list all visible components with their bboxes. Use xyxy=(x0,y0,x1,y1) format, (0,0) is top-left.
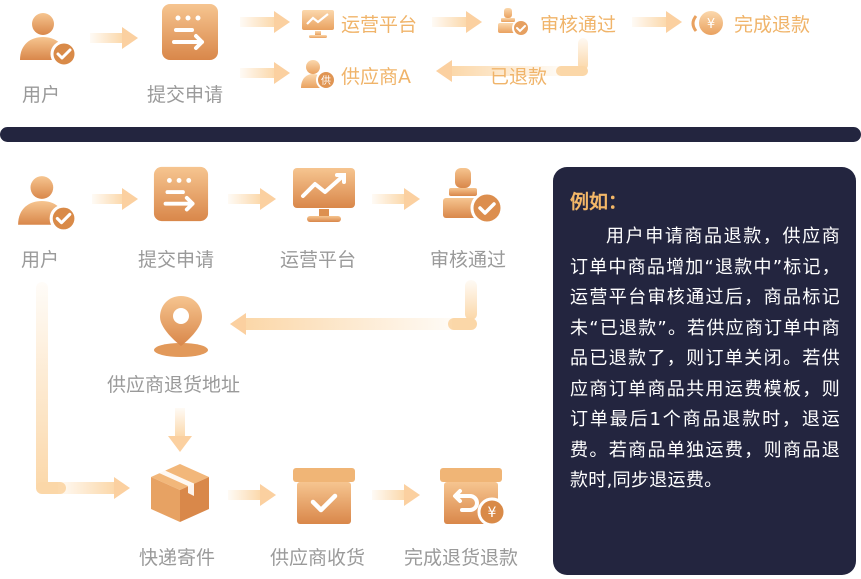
form-submit-icon xyxy=(162,4,218,60)
note-title: 例如： xyxy=(570,191,628,213)
connector-vertical xyxy=(36,282,48,492)
top-supplier-label: 供应商A xyxy=(341,66,411,88)
arrow-right-icon xyxy=(228,188,276,210)
arrow-left-icon xyxy=(436,60,560,82)
express-label: 快递寄件 xyxy=(139,547,216,569)
return-refund-label: 完成退货退款 xyxy=(404,547,519,569)
arrow-right-icon xyxy=(240,11,290,33)
top-refunded-label: 已退款 xyxy=(490,66,548,88)
location-pin-icon xyxy=(154,296,208,357)
arrow-right-icon xyxy=(372,188,420,210)
submit-label: 提交申请 xyxy=(138,249,215,271)
supplier-user-icon: 供 xyxy=(301,60,336,90)
section-divider xyxy=(0,127,861,142)
arrow-right-icon xyxy=(432,11,482,33)
note-body: 用户申请商品退款，供应商订单中商品增加“退款中”标记，运营平台审核通过后，商品标… xyxy=(570,226,840,491)
top-ops-label: 运营平台 xyxy=(341,14,418,36)
return-address-label: 供应商退货地址 xyxy=(107,374,241,396)
svg-text:¥: ¥ xyxy=(488,505,497,521)
arrow-right-icon xyxy=(632,11,682,33)
arrow-left-icon xyxy=(230,313,452,335)
ops-label: 运营平台 xyxy=(280,249,357,271)
review-label: 审核通过 xyxy=(430,249,507,271)
arrow-right-icon xyxy=(92,188,138,210)
connector-vertical xyxy=(465,280,477,320)
yen-coin-refund-icon: ¥ xyxy=(691,11,723,35)
receive-label: 供应商收货 xyxy=(270,547,366,569)
monitor-chart-icon xyxy=(302,10,334,38)
example-note-panel: 例如： 用户申请商品退款，供应商订单中商品增加“退款中”标记，运营平台审核通过后… xyxy=(553,167,856,575)
connector-corner xyxy=(448,318,477,330)
user-check-icon xyxy=(20,13,77,68)
user-label: 用户 xyxy=(21,249,60,271)
arrow-right-icon xyxy=(58,477,130,499)
monitor-chart-icon xyxy=(293,168,355,222)
arrow-down-icon xyxy=(168,408,192,452)
top-submit-label: 提交申请 xyxy=(147,84,224,106)
connector-corner xyxy=(556,66,588,76)
top-review-label: 审核通过 xyxy=(540,14,617,36)
svg-text:供: 供 xyxy=(321,74,331,87)
arrow-right-icon xyxy=(240,62,290,84)
top-refund-label: 完成退款 xyxy=(734,14,811,36)
return-yen-box-icon: ¥ xyxy=(440,468,507,527)
user-check-icon xyxy=(18,176,77,233)
arrow-right-icon xyxy=(90,27,138,49)
approval-stamp-icon xyxy=(443,168,504,225)
parcel-box-icon xyxy=(151,464,209,522)
top-user-label: 用户 xyxy=(22,84,61,106)
arrow-right-icon xyxy=(228,484,276,506)
svg-text:¥: ¥ xyxy=(707,17,715,32)
arrow-right-icon xyxy=(372,484,420,506)
form-submit-icon xyxy=(153,166,209,222)
approval-stamp-icon xyxy=(498,8,530,37)
box-check-icon xyxy=(293,468,355,524)
connector-vertical xyxy=(578,38,588,70)
